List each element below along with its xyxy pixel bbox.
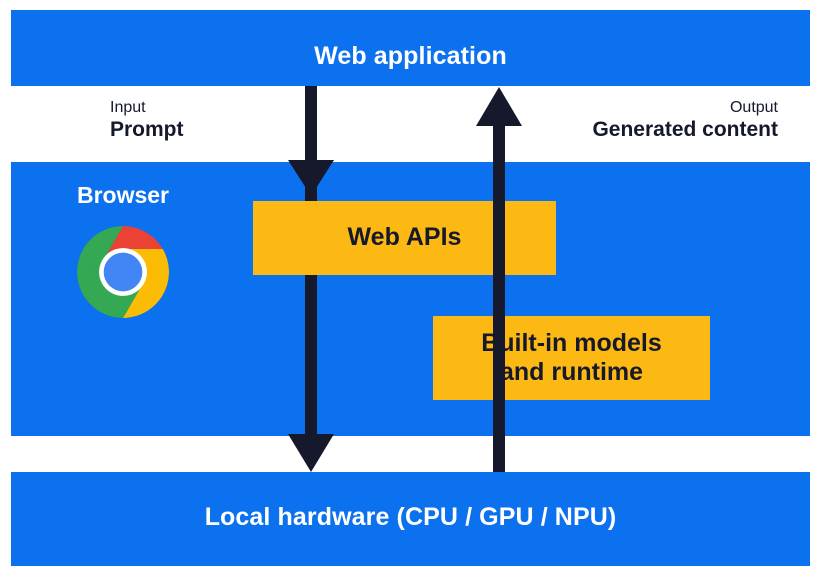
layer-local-hardware-title: Local hardware (CPU / GPU / NPU) bbox=[204, 503, 617, 531]
chrome-logo-icon bbox=[77, 226, 169, 318]
annotation-input-label: Input bbox=[110, 99, 146, 116]
layer-browser-label: Browser bbox=[76, 182, 170, 208]
box-web-apis[interactable]: Web APIs bbox=[253, 201, 556, 275]
box-builtin-models-label: Built-in models and runtime bbox=[481, 329, 662, 388]
annotation-output-value: Generated content bbox=[592, 117, 778, 141]
box-builtin-models-line1: Built-in models bbox=[481, 328, 662, 357]
layer-web-application: Web application bbox=[11, 10, 810, 86]
annotation-input-value: Prompt bbox=[110, 117, 184, 141]
annotation-output: Output Generated content bbox=[592, 99, 778, 143]
layer-local-hardware: Local hardware (CPU / GPU / NPU) bbox=[11, 472, 810, 566]
box-builtin-models-line2: and runtime bbox=[499, 358, 644, 386]
annotation-output-label: Output bbox=[729, 99, 778, 116]
annotation-input: Input Prompt bbox=[110, 99, 184, 143]
box-builtin-models[interactable]: Built-in models and runtime bbox=[433, 316, 710, 400]
layer-web-application-title: Web application bbox=[314, 42, 507, 70]
box-web-apis-label: Web APIs bbox=[347, 223, 462, 252]
